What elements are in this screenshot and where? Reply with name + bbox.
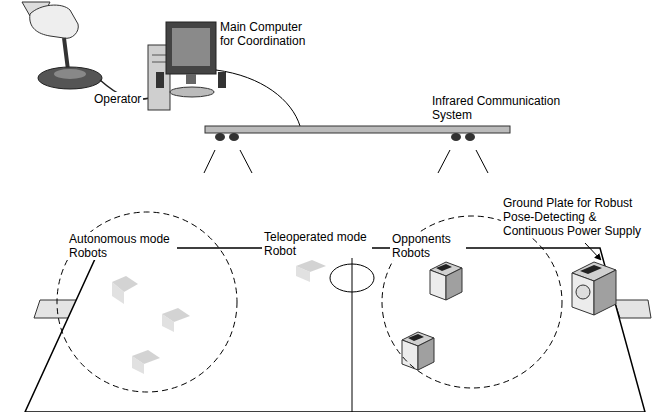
robot-marker	[580, 265, 602, 274]
ir-emitter	[215, 133, 225, 141]
robot-marker	[408, 334, 424, 341]
opponent-robot	[572, 273, 594, 315]
autonomous-robot	[162, 314, 174, 332]
drive-slot	[152, 62, 166, 63]
robot-marker	[436, 264, 452, 271]
monitor-stand	[186, 74, 196, 84]
dashed-circle	[382, 216, 562, 388]
joystick-stick	[64, 38, 68, 70]
center-circle	[330, 264, 374, 292]
ir-beam	[204, 150, 215, 173]
speaker	[156, 72, 164, 88]
monitor	[166, 22, 216, 74]
ir-beam	[438, 150, 450, 173]
keyboard	[170, 87, 214, 97]
ir-emitter	[465, 133, 475, 141]
joystick-top	[54, 69, 86, 79]
dashed-circle	[57, 212, 237, 392]
joystick-base	[38, 67, 102, 89]
infrared-bar	[205, 126, 510, 133]
annotation-label: Teleoperated mode Robot	[262, 230, 372, 258]
annotation-label: Infrared Communication System	[430, 94, 579, 122]
teleoperated-robot	[296, 266, 310, 282]
leader-arrow	[585, 243, 601, 260]
opponent-robot	[402, 340, 418, 370]
opponent-robot	[446, 268, 462, 300]
autonomous-robot	[132, 356, 144, 374]
right-goal	[614, 300, 651, 318]
robot-group: Opponents Robots	[380, 214, 564, 390]
ir-emitter	[451, 133, 461, 141]
opponent-robot	[418, 338, 434, 370]
annotation-label: Ground Plate for Robust Pose-Detecting &…	[501, 196, 653, 238]
annotation-label: Main Computer for Coordination	[218, 20, 320, 48]
speaker	[218, 72, 226, 88]
computer-cable	[216, 70, 300, 126]
ir-emitter	[229, 133, 239, 141]
opponent-robot	[594, 270, 616, 315]
operator-hand	[30, 5, 79, 38]
robot-group: Autonomous mode Robots	[55, 210, 239, 394]
ir-beam	[476, 150, 488, 173]
group-heading: Opponents Robots	[390, 232, 466, 260]
monitor-screen	[172, 28, 210, 66]
annotation-label: Operator	[92, 92, 143, 106]
autonomous-robot	[112, 282, 124, 304]
robot-wheel	[576, 285, 590, 299]
center-line	[352, 248, 353, 412]
ir-beam	[240, 150, 252, 173]
drive-slot	[152, 55, 166, 56]
opponent-robot	[430, 270, 446, 300]
group-heading: Autonomous mode Robots	[67, 232, 177, 260]
